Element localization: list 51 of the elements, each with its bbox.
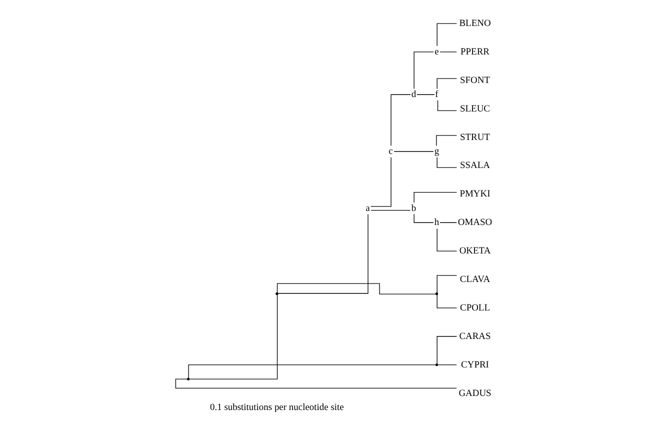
node-text: CPOLL — [460, 303, 490, 314]
node-point — [435, 364, 438, 366]
connector — [436, 156, 458, 168]
connector — [276, 283, 436, 294]
node-point — [276, 292, 278, 296]
node-text: GADUS — [458, 388, 492, 399]
connector — [394, 151, 434, 152]
connector — [440, 222, 457, 223]
node-text: c — [388, 147, 393, 158]
node-text: CYPRI — [461, 360, 489, 370]
connector — [414, 192, 458, 203]
node-text: OKETA — [459, 246, 491, 257]
node-point — [186, 378, 190, 380]
node-text: OMASO — [458, 218, 492, 228]
connector — [416, 94, 435, 95]
node-text: STRUT — [460, 132, 490, 143]
label: 0.1 substitutions per nucleotide site — [210, 402, 344, 413]
connector — [436, 135, 457, 146]
node-text: g — [434, 147, 440, 158]
connector — [175, 378, 457, 389]
node-text: PMYKI — [460, 190, 490, 200]
node-point — [435, 292, 438, 296]
connector — [436, 23, 458, 46]
connector — [188, 294, 278, 380]
node-text: d — [411, 90, 416, 100]
connector — [414, 52, 434, 90]
connector — [436, 228, 458, 252]
node-text: f — [435, 90, 438, 100]
node-text: CLAVA — [460, 274, 490, 285]
node-text: SLEUC — [460, 104, 490, 114]
connector — [278, 214, 368, 294]
connector — [188, 364, 436, 378]
node-text: SFONT — [460, 76, 490, 86]
node-text: BLENO — [459, 19, 491, 30]
connector — [436, 78, 458, 90]
node-text: a — [366, 204, 370, 214]
connector — [414, 214, 434, 223]
connector — [436, 294, 458, 308]
node-text: b — [411, 204, 416, 214]
connector — [370, 210, 411, 211]
node-text: SSALA — [460, 161, 490, 172]
connector — [436, 275, 458, 294]
connector — [390, 94, 411, 146]
node-text: h — [434, 218, 440, 228]
node-text: CARAS — [459, 332, 491, 342]
connector — [370, 157, 392, 207]
connector — [437, 100, 457, 112]
node-text: PPERR — [460, 47, 490, 58]
node-text: e — [434, 47, 439, 58]
connector — [436, 336, 458, 364]
connector — [438, 364, 457, 366]
